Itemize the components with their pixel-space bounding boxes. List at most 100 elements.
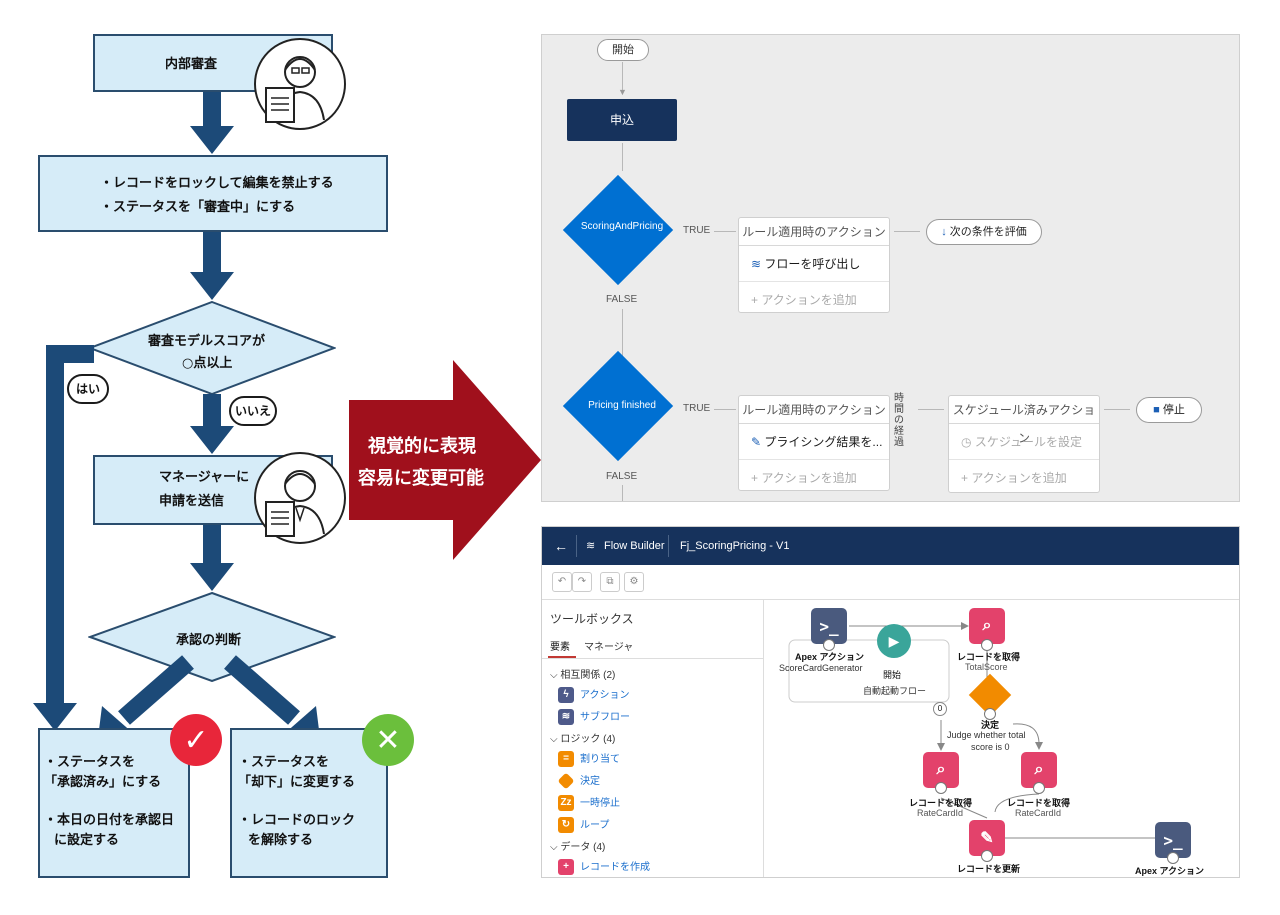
next-condition-node[interactable]: ↓ 次の条件を評価 <box>926 219 1042 245</box>
pricing-result-action[interactable]: ✎ プライシング結果を... <box>739 424 889 460</box>
approved-line1: ・ステータスを <box>44 755 136 770</box>
set-schedule-action[interactable]: ◷ スケジュールを設定 <box>949 424 1099 460</box>
add-action-label-1: アクションを追加 <box>761 293 857 307</box>
rejected-line1: ・ステータスを <box>238 755 330 770</box>
toolbox-item-assign-label: 割り当て <box>580 754 620 765</box>
flow-name: Fj_ScoringPricing - V1 <box>680 540 790 552</box>
plus-icon: + <box>961 471 969 485</box>
undo-icon[interactable]: ↶ <box>552 572 572 592</box>
settings-gear-icon[interactable]: ⚙ <box>624 572 644 592</box>
group-logic[interactable]: ⌵ ロジック (4) <box>550 734 616 745</box>
add-action-button-2[interactable]: + アクションを追加 <box>739 460 889 496</box>
decision-sub-1: Judge whether total <box>947 730 1026 740</box>
step-send-line1: マネージャーに <box>159 470 250 485</box>
get-records-sub-2: RateCardId <box>917 808 964 818</box>
rejected-line4: ・レコードのロック <box>238 813 356 828</box>
set-schedule-label: スケジュールを設定 <box>974 435 1082 449</box>
flow-builder-header: ← ≋ Flow Builder Fj_ScoringPricing - V1 <box>542 527 1239 565</box>
big-arrow-line2: 容易に変更可能 <box>358 468 484 489</box>
decision-icon <box>557 772 575 790</box>
toolbox-item-subflow[interactable]: ≋サブフロー <box>558 708 630 726</box>
app-name: Flow Builder <box>604 540 665 552</box>
pricing-result-label: プライシング結果を... <box>764 435 883 449</box>
apply-node[interactable]: 申込 <box>567 99 677 141</box>
yes-badge: はい <box>67 374 109 404</box>
get-records-label-2: レコードを取得 <box>909 798 973 808</box>
call-flow-action[interactable]: ≋ フローを呼び出し <box>739 246 889 282</box>
toolbox-item-assign[interactable]: =割り当て <box>558 750 620 768</box>
scheduled-action-card: スケジュール済みアクション ◷ スケジュールを設定 + アクションを追加 <box>948 395 1100 493</box>
get-records-icon-1[interactable]: ⌕ <box>969 608 1005 644</box>
decision-label: 決定 <box>981 720 1000 730</box>
arrow-4 <box>203 525 221 567</box>
apex-action-sub: ScoreCardGenerator <box>779 663 863 673</box>
redo-icon[interactable]: ↷ <box>572 572 592 592</box>
back-button[interactable]: ← <box>554 538 568 554</box>
stop-icon: ■ <box>1153 404 1160 416</box>
add-action-button-1[interactable]: + アクションを追加 <box>739 282 889 318</box>
connector-start-arrow: ▼ <box>618 87 627 97</box>
apex-action-icon-2[interactable]: >_ <box>1155 822 1191 858</box>
rule-header-1: ルール適用時のアクション <box>739 218 889 246</box>
start-sub: 自動起動フロー <box>863 686 927 696</box>
connector-schedule <box>918 409 944 410</box>
tab-manager[interactable]: マネージャ <box>584 642 634 653</box>
create-record-icon: + <box>558 859 574 876</box>
start-node[interactable]: 開始 <box>597 39 649 61</box>
update-records-connector[interactable] <box>981 850 993 862</box>
toolbox-item-loop[interactable]: ↻ループ <box>558 816 609 834</box>
get-records-connector-1[interactable] <box>981 639 993 651</box>
flow-canvas[interactable]: >_ Apex アクション ScoreCardGenerator ▶ 開始 自動… <box>765 600 1239 877</box>
apex-action-icon[interactable]: >_ <box>811 608 847 644</box>
toolbar-divider <box>542 599 1239 600</box>
call-flow-label: フローを呼び出し <box>764 257 861 271</box>
group-data[interactable]: ⌵ データ (4) <box>550 842 606 853</box>
connector-start <box>622 62 623 92</box>
apex-action-connector[interactable] <box>823 639 835 651</box>
approved-line5: に設定する <box>54 833 120 848</box>
rule-header-2: ルール適用時のアクション <box>739 396 889 424</box>
plus-icon: + <box>751 471 759 485</box>
start-play-icon[interactable]: ▶ <box>877 624 911 658</box>
add-action-button-3[interactable]: + アクションを追加 <box>949 460 1099 496</box>
copy-icon[interactable]: ⧉ <box>600 572 620 592</box>
arrow-2 <box>203 232 221 276</box>
update-records-label: レコードを更新 <box>957 864 1021 874</box>
stop-node[interactable]: ■ 停止 <box>1136 397 1202 423</box>
toolbox-item-subflow-label: サブフロー <box>580 712 630 723</box>
decision-approval-shape <box>88 592 336 682</box>
manager-avatar-icon <box>254 452 346 544</box>
arrow-3 <box>203 394 221 430</box>
outcome-zero-badge[interactable]: 0 <box>933 702 947 716</box>
connector-next <box>894 231 920 232</box>
group-interaction[interactable]: ⌵ 相互関係 (2) <box>550 670 616 681</box>
step-lock-record: ・レコードをロックして編集を禁止する ・ステータスを「審査中」にする <box>38 155 388 232</box>
tab-elements[interactable]: 要素 <box>550 642 570 653</box>
toolbox-title: ツールボックス <box>550 612 634 626</box>
false-label-1: FALSE <box>606 294 638 305</box>
apex-action-label-2: Apex アクション <box>1135 866 1205 876</box>
toolbox-item-create-record[interactable]: +レコードを作成 <box>558 858 650 876</box>
time-elapsed-label: 時間の経過 <box>894 393 904 448</box>
decision-pricing-label: Pricing finished <box>588 400 656 411</box>
scheduled-header: スケジュール済みアクション <box>949 396 1099 445</box>
add-action-label-2: アクションを追加 <box>761 471 857 485</box>
connector-true-1 <box>714 231 736 232</box>
approved-box: ・ステータスを 「承認済み」にする ・本日の日付を承認日 に設定する <box>38 728 190 878</box>
add-action-label-3: アクションを追加 <box>971 471 1067 485</box>
apex-action-label: Apex アクション <box>795 652 865 662</box>
yes-path-vertical <box>46 345 64 707</box>
connector-apply <box>622 143 623 171</box>
toolbox-item-decision[interactable]: 決定 <box>557 772 600 790</box>
apex-action-connector-2[interactable] <box>1167 852 1179 864</box>
false-label-2: FALSE <box>606 471 638 482</box>
get-records-connector-2[interactable] <box>935 782 947 794</box>
get-records-connector-3[interactable] <box>1033 782 1045 794</box>
toolbox-item-action-label: アクション <box>580 690 630 701</box>
decision-connector[interactable] <box>984 708 996 720</box>
plus-icon: + <box>751 293 759 307</box>
group-logic-label: ロジック (4) <box>560 734 616 745</box>
